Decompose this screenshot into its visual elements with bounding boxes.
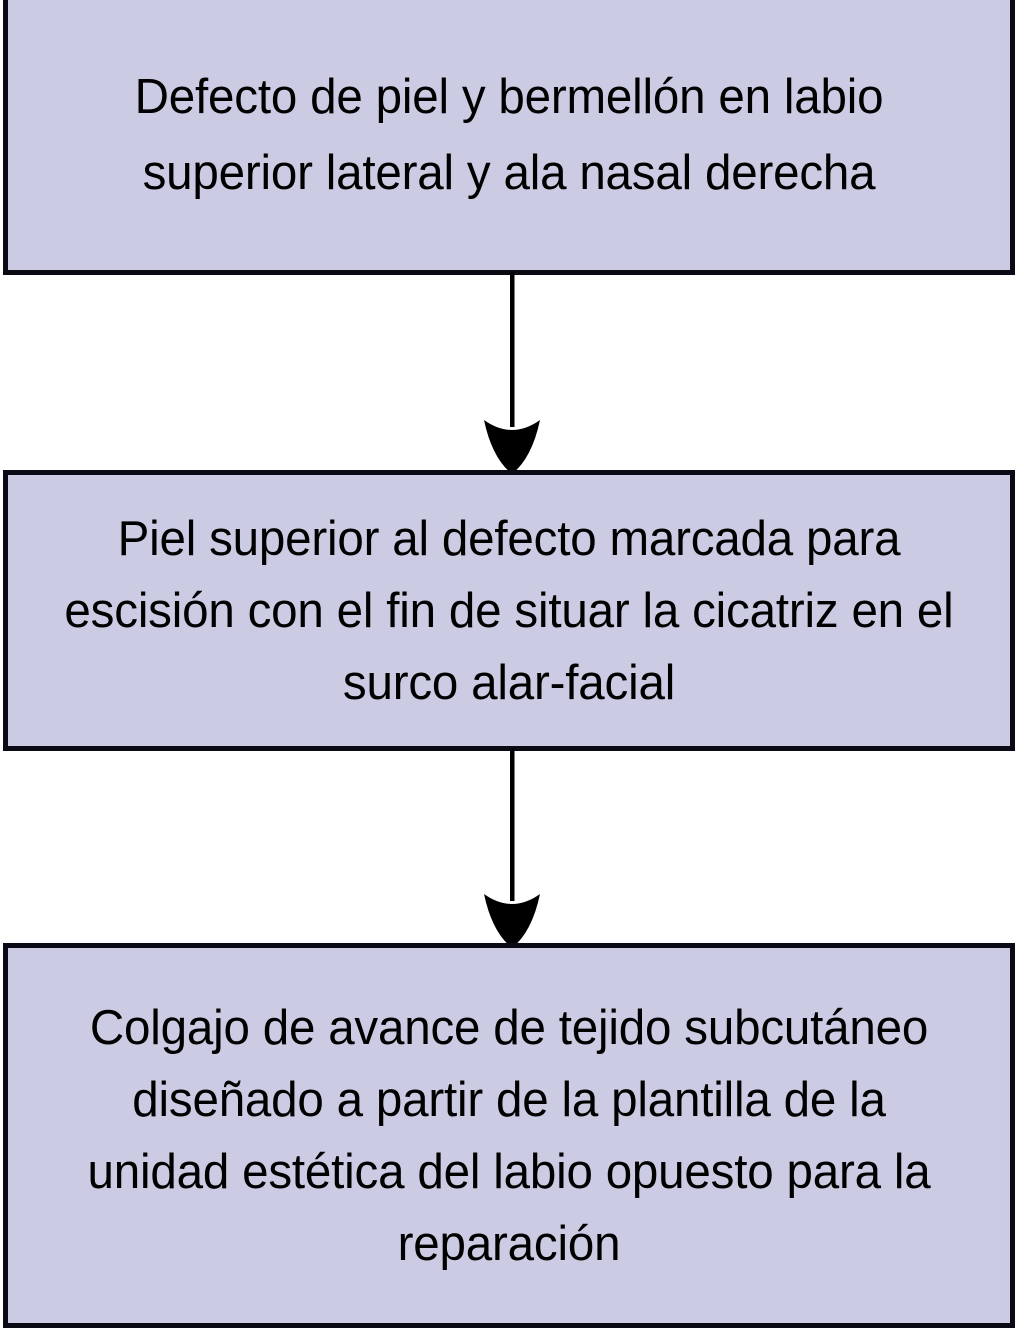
flowchart-node-flap-label: Colgajo de avance de tejido subcutáneo d… — [87, 1000, 931, 1271]
flowchart-node-marking: Piel superior al defecto marcada para es… — [3, 470, 1015, 751]
arrow-down-icon — [484, 748, 540, 948]
flowchart-node-marking-label: Piel superior al defecto marcada para es… — [64, 511, 954, 710]
flowchart-node-defect: Defecto de piel y bermellón en labio sup… — [3, 0, 1015, 275]
flowchart-connector-defect-to-marking — [462, 272, 562, 474]
flowchart-node-flap: Colgajo de avance de tejido subcutáneo d… — [3, 943, 1015, 1328]
flowchart-connector-marking-to-flap — [462, 748, 562, 948]
flowchart-node-defect-label: Defecto de piel y bermellón en labio sup… — [134, 69, 884, 200]
arrow-down-icon — [484, 272, 540, 474]
